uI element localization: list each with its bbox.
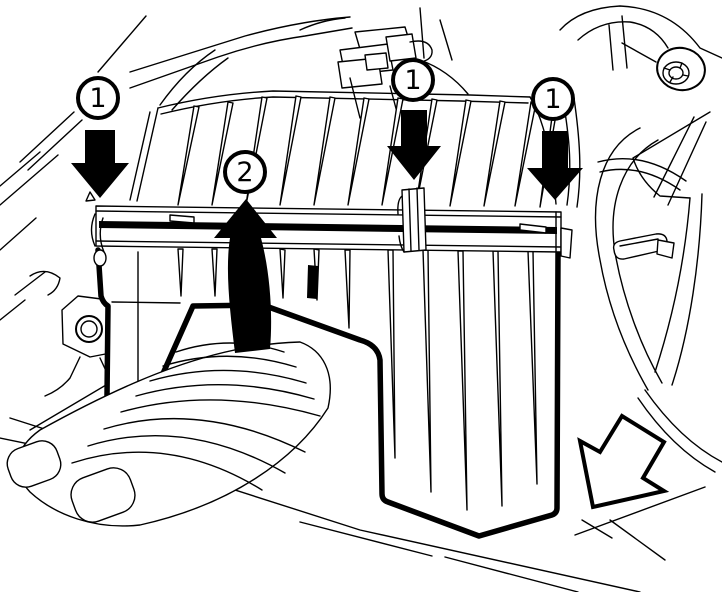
cover-seam-bar xyxy=(85,187,573,267)
callout-1-right: 1 xyxy=(531,77,575,121)
callout-2-label: 2 xyxy=(236,156,254,188)
strut-tower xyxy=(559,5,722,71)
down-arrow-icon-middle xyxy=(387,110,441,180)
callout-1-left: 1 xyxy=(76,76,120,120)
down-arrow-icon-left xyxy=(71,130,129,198)
wiring-connector-cluster xyxy=(337,19,469,119)
cover-ribs xyxy=(177,95,559,208)
callout-1-right-label: 1 xyxy=(544,83,562,115)
harness-bracket-right xyxy=(597,111,711,199)
down-arrow-icon-right xyxy=(527,131,583,200)
open-down-left-arrow-icon xyxy=(577,413,670,510)
callout-1-middle-label: 1 xyxy=(404,64,422,96)
lower-housing xyxy=(95,247,561,539)
callout-1-middle: 1 xyxy=(391,58,435,102)
torx-bolt-icon xyxy=(621,42,706,92)
callout-1-left-label: 1 xyxy=(89,82,107,114)
intake-duct xyxy=(6,341,331,527)
curved-up-arrow-icon xyxy=(214,199,277,353)
wire-harness-tube xyxy=(594,127,722,473)
callout-2: 2 xyxy=(223,150,267,194)
